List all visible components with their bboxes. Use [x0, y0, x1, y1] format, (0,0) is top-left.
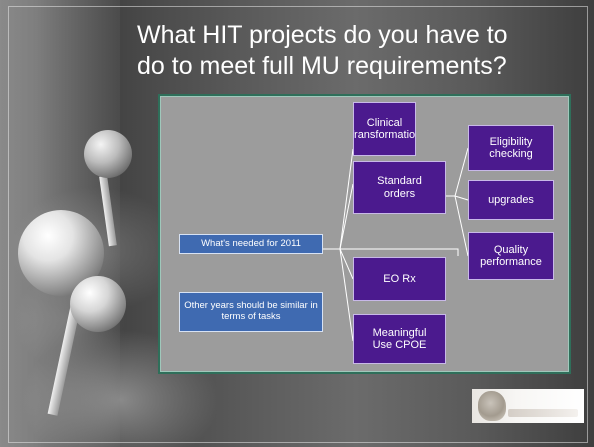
- slide-frame: [8, 6, 588, 443]
- title-line-2: do to meet full MU requirements?: [137, 52, 507, 80]
- node-label: Quality performance: [480, 243, 542, 268]
- connector-clinical: [339, 148, 354, 250]
- node-eligibility-checking: Eligibility checking: [468, 125, 554, 171]
- slide-title: What HIT projects do you have to do to m…: [137, 20, 587, 82]
- title-line-1: What HIT projects do you have to: [137, 21, 508, 49]
- node-quality-performance: Quality performance: [468, 232, 554, 280]
- bust-icon: [478, 391, 506, 421]
- note-node-label: Other years should be similar in terms o…: [184, 300, 318, 322]
- connector-lines: [323, 147, 469, 342]
- node-label: Meaningful Use CPOE: [372, 326, 427, 351]
- connector-standard: [339, 183, 354, 250]
- node-upgrades: upgrades: [468, 180, 554, 220]
- connector-eorx: [339, 248, 354, 280]
- connector-root-quality: [340, 248, 459, 256]
- note-node-box: Other years should be similar in terms o…: [179, 292, 323, 332]
- node-label: EO Rx: [383, 272, 416, 285]
- node-clinical-transformation: Clinical Transformation: [353, 102, 416, 156]
- diagram-panel: What's needed for 2011 Other years shoul…: [158, 94, 571, 374]
- decorative-sphere: [84, 130, 132, 178]
- node-label: Eligibility checking: [489, 135, 533, 160]
- connector-upgrades: [454, 195, 469, 201]
- root-node-box: What's needed for 2011: [179, 234, 323, 254]
- root-node-label: What's needed for 2011: [201, 237, 301, 249]
- connector-quality: [454, 195, 469, 257]
- node-standard-orders: Standard orders: [353, 161, 446, 214]
- decorative-sphere: [70, 276, 126, 332]
- node-label: Standard orders: [377, 175, 422, 200]
- node-label: upgrades: [488, 193, 534, 206]
- bust-portrait-logo: [472, 389, 584, 423]
- node-meaningful-use-cpoe: Meaningful Use CPOE: [353, 314, 446, 364]
- node-label: Clinical Transformation: [354, 116, 416, 141]
- connector-mu-cpoe: [339, 248, 354, 342]
- connector-eligibility: [454, 147, 469, 197]
- logo-wordmark: [508, 409, 578, 417]
- node-eo-rx: EO Rx: [353, 257, 446, 301]
